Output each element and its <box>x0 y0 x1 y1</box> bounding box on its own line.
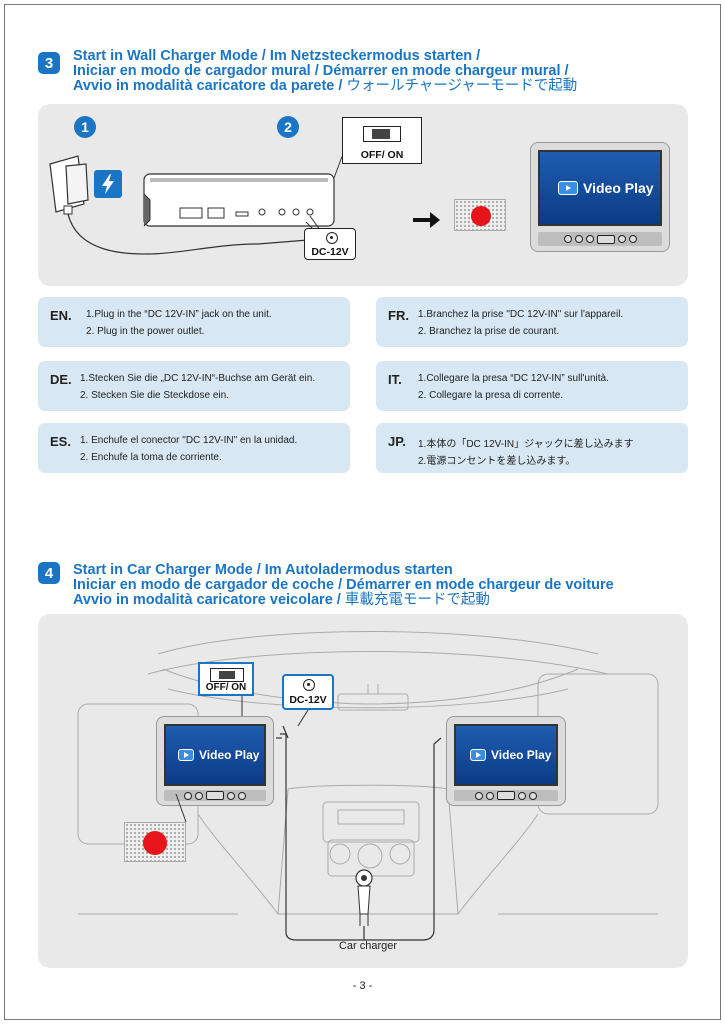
lang-code: FR. <box>388 308 409 323</box>
right-arrow-icon <box>430 212 440 228</box>
dc-jack-icon <box>303 679 315 691</box>
monitor-control-bar <box>454 790 558 801</box>
left-headrest-monitor: Video Play <box>156 716 274 806</box>
monitor-front-view: Video Play <box>530 142 670 252</box>
video-play-text: Video Play <box>491 748 552 762</box>
power-switch-callout: OFF/ ON <box>342 117 422 164</box>
step-1-marker: 1 <box>74 116 96 138</box>
instruction-line-1: 1.Plug in the “DC 12V-IN” jack on the un… <box>86 309 272 320</box>
section-4-title-line2: Iniciar en modo de cargador de coche / D… <box>73 577 614 593</box>
instruction-line-1: 1. Enchufe el conector "DC 12V-IN" en la… <box>80 435 298 446</box>
section-4-title-line1: Start in Car Charger Mode / Im Autolader… <box>73 562 453 578</box>
instruction-box-it: IT. 1.Collegare la presa “DC 12V-IN” sul… <box>376 361 688 411</box>
left-monitor-display: Video Play <box>164 724 266 786</box>
lightning-bolt-icon <box>94 170 122 198</box>
instruction-line-2: 2. Enchufe la toma de corriente. <box>80 452 222 463</box>
dc-12v-label: DC-12V <box>289 694 327 706</box>
dc-12v-callout: DC-12V <box>282 674 334 710</box>
video-play-screen: Video Play <box>470 748 551 762</box>
video-play-screen: Video Play <box>178 748 259 762</box>
lang-code: JP. <box>388 434 406 449</box>
section-3-title: Start in Wall Charger Mode / Im Netzstec… <box>73 49 577 94</box>
red-power-button <box>471 206 491 226</box>
section-4-title-line3-main: Avvio in modalità caricatore veicolare / <box>73 592 345 608</box>
dc-jack-icon <box>326 232 338 244</box>
section-3-badge: 3 <box>38 52 60 74</box>
instruction-box-es: ES. 1. Enchufe el conector "DC 12V-IN" e… <box>38 423 350 473</box>
instruction-line-2: 2. Plug in the power outlet. <box>86 326 205 337</box>
play-icon <box>178 749 194 761</box>
closeup-pointer <box>175 793 187 823</box>
instruction-box-en: EN. 1.Plug in the “DC 12V-IN” jack on th… <box>38 297 350 347</box>
video-play-text: Video Play <box>199 748 260 762</box>
section-4-title: Start in Car Charger Mode / Im Autolader… <box>73 563 614 608</box>
wall-charger-illustration-panel: 1 2 OFF/ ON DC-12V Video Play <box>38 104 688 286</box>
video-play-text: Video Play <box>583 180 654 196</box>
play-icon <box>470 749 486 761</box>
wall-charger-drawing <box>49 153 440 255</box>
section-4-badge: 4 <box>38 562 60 584</box>
switch-label: OFF/ ON <box>198 682 254 696</box>
dc-12v-label: DC-12V <box>311 246 349 258</box>
power-button-closeup <box>454 199 506 231</box>
right-headrest-monitor: Video Play <box>446 716 566 806</box>
step-2-marker: 2 <box>277 116 299 138</box>
power-toggle-switch <box>363 126 401 142</box>
section-3-title-line3: Avvio in modalità caricatore da parete /… <box>73 79 577 94</box>
instruction-line-2: 2. Stecken Sie die Steckdose ein. <box>80 390 229 401</box>
monitor-control-bar <box>538 232 662 246</box>
power-button-closeup <box>124 822 186 862</box>
instruction-line-2: 2.電源コンセントを差し込みます。 <box>418 456 576 467</box>
switch-label: OFF/ ON <box>360 149 404 161</box>
section-3-title-line3-main: Avvio in modalità caricatore da parete / <box>73 78 347 94</box>
instruction-box-fr: FR. 1.Branchez la prise "DC 12V-IN" sur … <box>376 297 688 347</box>
car-charger-label: Car charger <box>338 940 398 952</box>
page-border <box>4 4 721 1020</box>
power-toggle-switch <box>210 668 244 682</box>
instruction-line-1: 1.Branchez la prise "DC 12V-IN" sur l'ap… <box>418 309 624 320</box>
section-3-title-line2: Iniciar en modo de cargador mural / Déma… <box>73 63 569 79</box>
lang-code: EN. <box>50 308 72 323</box>
monitor-control-bar <box>164 790 266 801</box>
wall-adapter-icon <box>49 155 309 255</box>
car-charger-illustration-panel: OFF/ ON DC-12V Video Play Video Play Car… <box>38 614 688 968</box>
instruction-line-1: 1.本体の「DC 12V-IN」ジャックに差し込みます <box>418 439 634 450</box>
instruction-line-2: 2. Branchez la prise de courant. <box>418 326 560 337</box>
section-3-title-line3-jp: ウォールチャージャーモードで起動 <box>346 78 578 94</box>
dc-12v-callout: DC-12V <box>304 228 356 260</box>
instruction-line-2: 2. Collegare la presa di corrente. <box>418 390 564 401</box>
lang-code: ES. <box>50 434 71 449</box>
device-side-view <box>143 173 335 245</box>
section-4-title-line3: Avvio in modalità caricatore veicolare /… <box>73 593 614 608</box>
instruction-line-1: 1.Collegare la presa “DC 12V-IN” sull'un… <box>418 373 609 384</box>
right-monitor-display: Video Play <box>454 724 558 786</box>
lang-code: IT. <box>388 372 402 387</box>
page-number: - 3 - <box>352 980 373 992</box>
car-charger-plug-icon <box>355 869 373 940</box>
instruction-box-de: DE. 1.Stecken Sie die „DC 12V-IN“-Buchse… <box>38 361 350 411</box>
section-3-title-line1: Start in Wall Charger Mode / Im Netzstec… <box>73 48 481 64</box>
video-play-screen: Video Play <box>558 180 654 196</box>
lang-code: DE. <box>50 372 72 387</box>
instruction-box-jp: JP. 1.本体の「DC 12V-IN」ジャックに差し込みます 2.電源コンセン… <box>376 423 688 473</box>
red-power-button <box>143 831 167 855</box>
monitor-display: Video Play <box>538 150 662 226</box>
section-4-title-line3-jp: 車載充電モードで起動 <box>344 592 490 608</box>
play-icon <box>558 181 578 195</box>
instruction-line-1: 1.Stecken Sie die „DC 12V-IN“-Buchse am … <box>80 373 316 384</box>
